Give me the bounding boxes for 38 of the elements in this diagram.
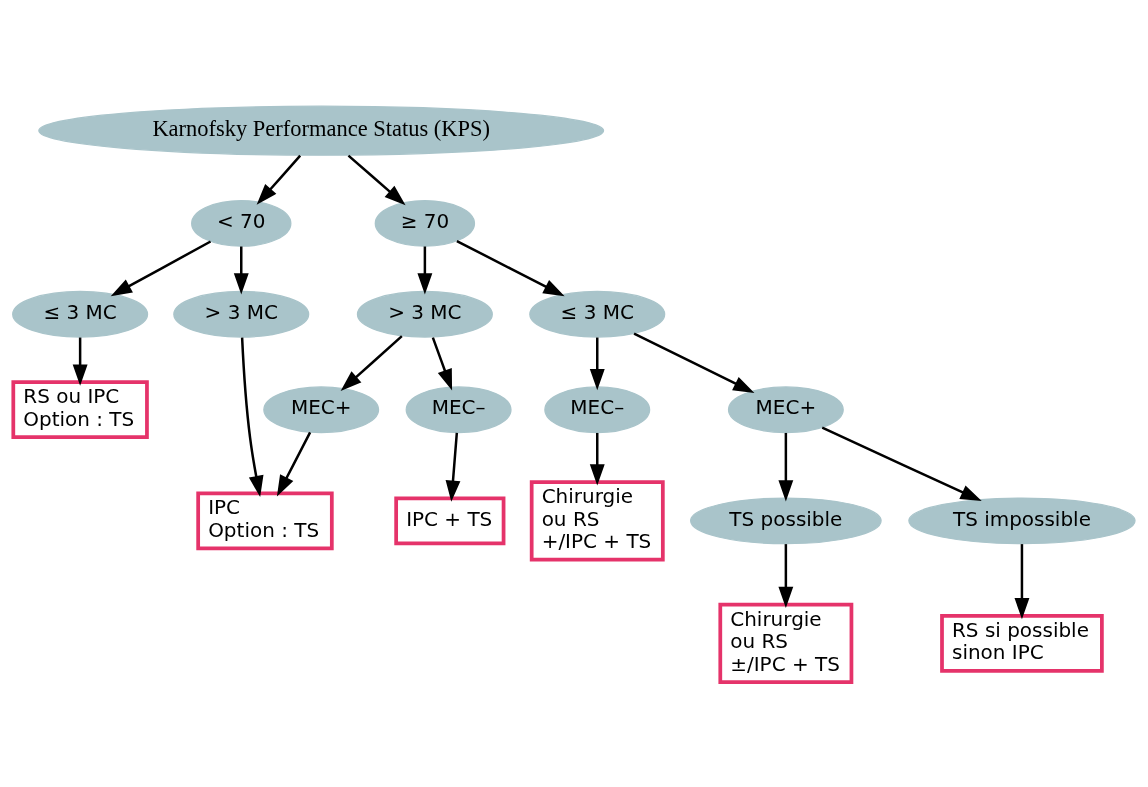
node-ellipse: MEC– [544, 385, 651, 433]
node-ellipse: MEC+ [727, 385, 844, 433]
arrow [72, 337, 88, 386]
node-ellipse: > 3 MC [356, 290, 493, 338]
node-ellipse: < 70 [191, 199, 292, 247]
node-box: RS si possible sinon IPC [940, 613, 1104, 673]
node-ellipse: MEC+ [263, 385, 380, 433]
arrow [589, 432, 605, 486]
node-box: RS ou IPC Option : TS [11, 379, 149, 439]
arrow [417, 246, 433, 295]
arrow [431, 336, 453, 390]
node-ellipse: > 3 MC [173, 290, 310, 338]
node-box: Chirurgie ou RS ±/IPC + TS [718, 602, 854, 684]
node-ellipse: ≥ 70 [374, 199, 476, 247]
arrow [778, 543, 794, 608]
arrow [240, 337, 264, 497]
node-ellipse: Karnofsky Performance Status (KPS) [38, 105, 605, 156]
arrow [778, 432, 794, 501]
node-ellipse: ≤ 3 MC [529, 290, 666, 338]
arrow [347, 154, 406, 205]
arrow [110, 239, 212, 296]
node-ellipse: MEC– [405, 385, 512, 433]
node-ellipse: TS impossible [908, 496, 1136, 544]
arrow [589, 337, 605, 390]
arrow [276, 431, 312, 497]
arrow [256, 154, 302, 205]
node-box: IPC Option : TS [196, 491, 334, 550]
node-box: Chirurgie ou RS +/IPC + TS [529, 479, 665, 561]
node-ellipse: ≤ 3 MC [12, 290, 149, 338]
arrow [1014, 543, 1030, 619]
node-box: IPC + TS [394, 496, 506, 545]
arrow [233, 246, 249, 295]
arrow [633, 332, 755, 393]
arrow [445, 432, 461, 502]
arrow [456, 239, 565, 296]
node-ellipse: TS possible [690, 496, 882, 544]
arrow [821, 426, 982, 501]
arrow [340, 334, 403, 391]
